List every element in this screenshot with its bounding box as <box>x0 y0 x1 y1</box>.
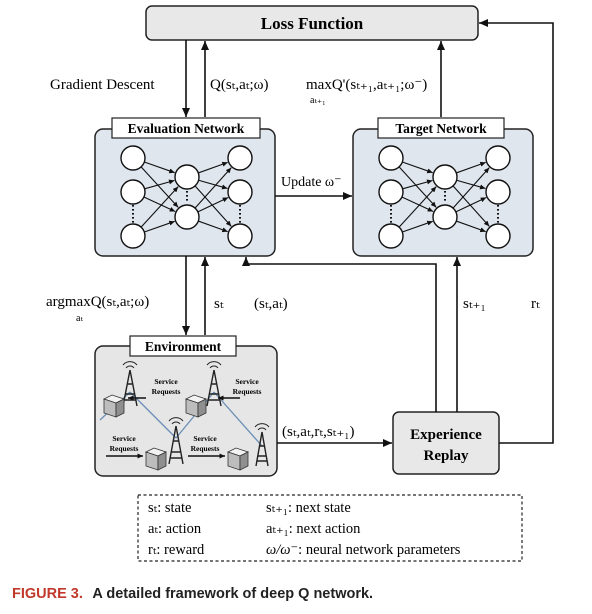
neuron-connection <box>194 167 232 209</box>
legend-next-action: aₜ₊₁: next action <box>266 521 361 537</box>
legend-next-state: sₜ₊₁: next state <box>266 500 351 516</box>
neuron <box>227 145 253 171</box>
server-icon <box>226 447 250 471</box>
service-requests-label: Requests <box>152 387 181 396</box>
max-q-target-sub: aₜ₊₁ <box>310 95 326 106</box>
next-state-label: sₜ₊₁ <box>463 296 486 312</box>
neuron-connection <box>402 220 433 233</box>
state-action-arrow <box>242 257 437 412</box>
neuron <box>485 223 511 249</box>
target-neural-net <box>378 145 511 249</box>
q-eval-label: Q(sₜ,aₜ;ω) <box>210 77 269 93</box>
neuron-connection <box>140 166 179 208</box>
gradient-descent-label: Gradient Descent <box>50 77 155 93</box>
service-requests-label: Service <box>154 377 178 386</box>
state-action-label: (sₜ,aₜ) <box>254 296 288 312</box>
experience-replay-box: Experience Replay <box>392 411 500 475</box>
neuron-connection <box>452 167 490 209</box>
neuron-connection <box>144 220 175 233</box>
server-icon <box>102 394 126 418</box>
legend: sₜ: state sₜ₊₁: next state aₜ: action aₜ… <box>137 494 523 562</box>
neuron <box>120 179 146 205</box>
legend-state: sₜ: state <box>148 500 191 516</box>
neuron <box>432 164 458 190</box>
environment-label: Environment <box>145 339 222 354</box>
neuron-connection <box>401 196 434 213</box>
neuron-connection <box>194 185 232 227</box>
neuron-connection <box>198 220 228 233</box>
neuron <box>378 179 404 205</box>
neuron-connection <box>456 220 486 233</box>
cell-tower-icon <box>206 361 222 407</box>
neuron <box>174 164 200 190</box>
neuron-connection <box>140 186 179 228</box>
neuron-connection <box>402 161 433 174</box>
neuron <box>378 223 404 249</box>
neuron-connection <box>402 179 433 190</box>
neuron-connection <box>143 196 176 213</box>
service-requests-label: Requests <box>191 444 220 453</box>
target-network-label: Target Network <box>395 121 487 136</box>
neuron-connection <box>197 197 229 213</box>
max-q-target-label: maxQ'(sₜ₊₁,aₜ₊₁;ω⁻) <box>306 77 427 93</box>
evaluation-neural-net <box>120 145 253 249</box>
link-line <box>129 391 177 439</box>
neuron-connection <box>452 185 490 227</box>
cell-tower-icon <box>254 423 270 467</box>
server-icon <box>184 394 208 418</box>
experience-replay-label-1: Experience <box>410 427 482 443</box>
cell-tower-icon <box>168 417 184 465</box>
service-requests-label: Service <box>112 434 136 443</box>
neuron <box>120 223 146 249</box>
environment-box: Environment <box>94 335 278 477</box>
neuron <box>174 204 200 230</box>
neuron <box>485 179 511 205</box>
neuron <box>378 145 404 171</box>
reward-arrow <box>479 19 554 444</box>
neuron-connection <box>144 161 175 174</box>
neuron <box>227 223 253 249</box>
figure-caption: FIGURE 3. A detailed framework of deep Q… <box>12 586 373 602</box>
neuron-connection <box>456 179 486 190</box>
link-line <box>213 391 263 447</box>
neuron-connection <box>456 161 486 174</box>
legend-action: aₜ: action <box>148 521 202 537</box>
target-network-box: Target Network <box>352 117 534 257</box>
loss-function-label: Loss Function <box>261 14 364 33</box>
caption-text: A detailed framework of deep Q network. <box>92 586 373 602</box>
evaluation-network-label: Evaluation Network <box>128 121 245 136</box>
loss-function-box: Loss Function <box>145 5 479 41</box>
neuron-connection <box>398 186 437 228</box>
evaluation-network-box: Evaluation Network <box>94 117 276 257</box>
argmax-sub: aₜ <box>76 313 83 324</box>
service-requests-label: Service <box>193 434 217 443</box>
experience-replay-label-2: Replay <box>424 448 470 464</box>
service-requests-label: Service <box>235 377 259 386</box>
neuron-connection <box>398 166 437 208</box>
neuron <box>120 145 146 171</box>
update-label: Update ω⁻ <box>281 175 342 190</box>
state-label: sₜ <box>214 296 224 312</box>
neuron-connection <box>198 161 228 174</box>
legend-reward: rₜ: reward <box>148 542 205 558</box>
service-requests-label: Requests <box>233 387 262 396</box>
neuron <box>432 204 458 230</box>
neuron <box>227 179 253 205</box>
neuron-connection <box>144 179 175 190</box>
neuron <box>485 145 511 171</box>
neuron-connection <box>455 197 487 213</box>
neuron-connection <box>198 179 228 190</box>
transition-label: (sₜ,aₜ,rₜ,sₜ₊₁) <box>282 424 355 440</box>
caption-prefix: FIGURE 3. <box>12 586 83 602</box>
reward-label: rₜ <box>531 296 540 312</box>
server-icon <box>144 447 168 471</box>
cell-tower-icon <box>122 361 138 407</box>
service-requests-label: Requests <box>110 444 139 453</box>
argmax-label: argmaxQ(sₜ,aₜ;ω) <box>46 294 149 310</box>
legend-parameters: ω/ω⁻: neural network parameters <box>266 542 461 558</box>
